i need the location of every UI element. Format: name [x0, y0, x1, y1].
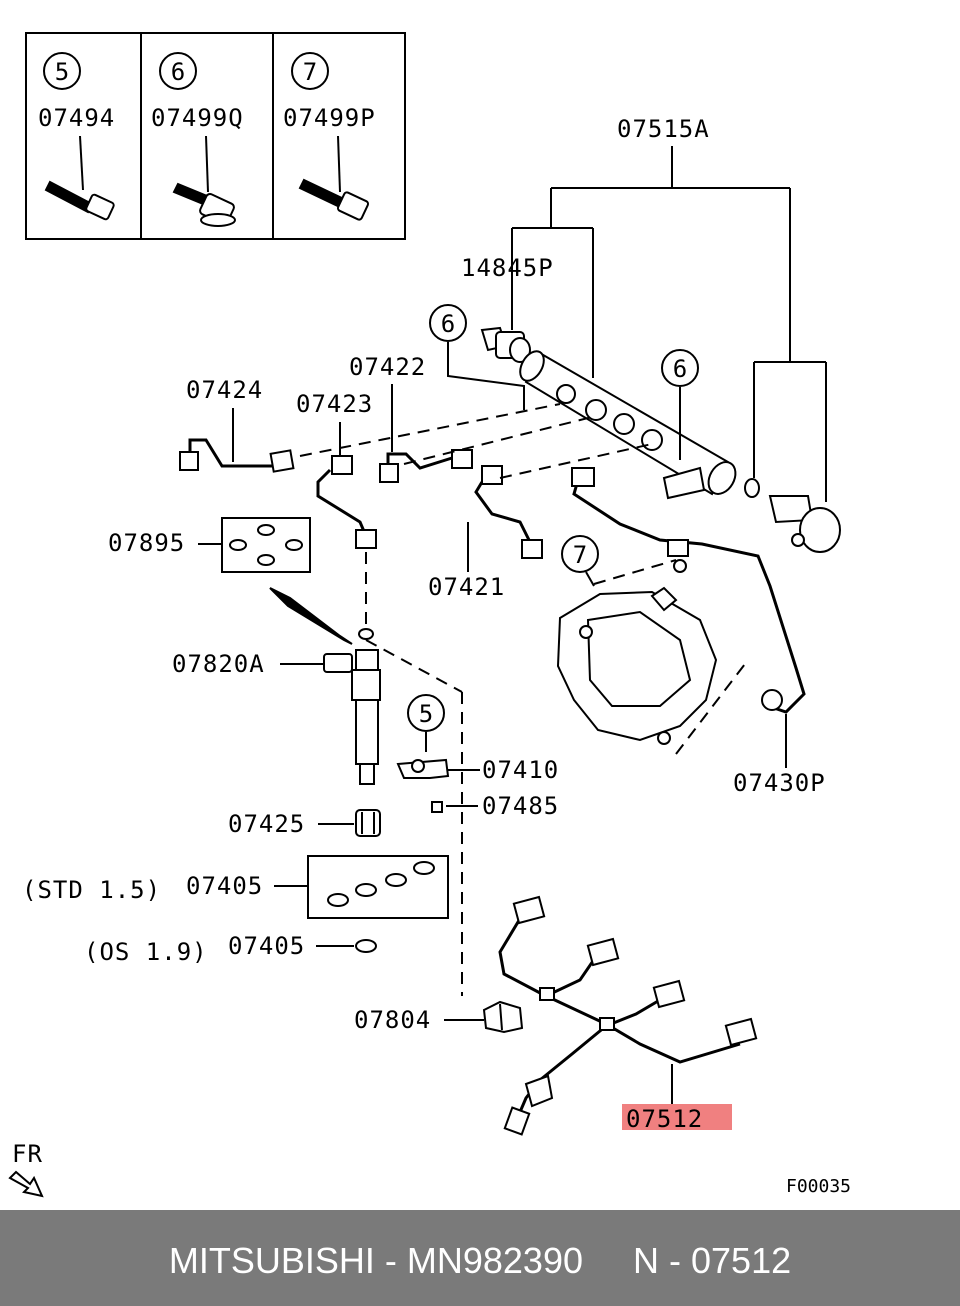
figure-code: F00035: [786, 1176, 851, 1197]
part-07405-os: 07405: [228, 932, 305, 960]
front-arrow-icon: [8, 1170, 44, 1198]
fastener-legend: [25, 32, 406, 240]
caption-bar: [0, 1210, 960, 1306]
note-os: (OS 1.9): [84, 938, 208, 966]
bolt-07499P-icon: [298, 135, 370, 221]
washer-07485: [431, 801, 443, 813]
clip-07804: [482, 1000, 524, 1034]
high-pressure-pipe-07430P: [571, 467, 806, 714]
part-07430P: 07430P: [733, 769, 826, 797]
callout-7-pump: [561, 535, 599, 587]
front-marker-label: FR: [12, 1140, 43, 1168]
harness-connectors: [503, 895, 758, 1136]
callout-6-label-a: 6: [441, 310, 455, 338]
washer-07405-os: [355, 939, 377, 953]
injection-pipe-07424: [179, 438, 295, 473]
pressure-sensor-14845P: [480, 326, 531, 363]
part-caption: MITSUBISHI - MN982390 N - 07512: [168, 1240, 792, 1281]
part-07515A: 07515A: [617, 115, 710, 143]
injection-pipe-07421: [474, 465, 543, 559]
injection-pipe-07422: [379, 449, 473, 483]
callout-5-clamp: [407, 694, 445, 752]
plug-set-07895: [221, 517, 311, 573]
legend-callout-7: 7: [303, 58, 317, 86]
part-07421: 07421: [428, 573, 505, 601]
clamp-07410: [396, 758, 450, 779]
part-07895: 07895: [108, 529, 185, 557]
note-std: (STD 1.5): [22, 876, 161, 904]
part-07424: 07424: [186, 376, 263, 404]
part-07410: 07410: [482, 756, 559, 784]
part-07405-std: 07405: [186, 872, 263, 900]
part-07425: 07425: [228, 810, 305, 838]
legend-part-07499P: 07499P: [283, 104, 376, 132]
highlight-07512: [622, 1104, 732, 1130]
part-07423: 07423: [296, 390, 373, 418]
part-14845P: 14845P: [461, 254, 554, 282]
bolt-07499Q-icon: [172, 135, 236, 227]
leader-lines-pipes: [232, 384, 393, 462]
common-rail: [519, 350, 737, 500]
part-07512: 07512: [626, 1105, 703, 1133]
pressure-limiter: [744, 478, 841, 553]
legend-callout-5: 5: [55, 58, 69, 86]
part-07804: 07804: [354, 1006, 431, 1034]
gasket-07425: [355, 809, 381, 837]
part-07422: 07422: [349, 353, 426, 381]
part-07820A: 07820A: [172, 650, 265, 678]
washer-set-07405-std: [307, 855, 449, 919]
callout-7-label: 7: [573, 541, 587, 569]
dashed-lines: [299, 403, 749, 996]
injector: [323, 628, 381, 785]
parts-diagram: 5 6 7 07494 07499Q 07499P 07515A 14845P: [8, 32, 851, 1198]
connector-pointer: [269, 587, 353, 645]
callout-6-rail: [429, 304, 699, 460]
legend-part-07499Q: 07499Q: [151, 104, 244, 132]
bolt-07494-icon: [44, 135, 115, 221]
injection-pipe-07423: [316, 455, 377, 549]
bracket-07515A: [511, 146, 827, 502]
supply-pump: [556, 586, 718, 745]
legend-part-07494: 07494: [38, 104, 115, 132]
callout-6-label-b: 6: [673, 355, 687, 383]
part-07485: 07485: [482, 792, 559, 820]
callout-5-label: 5: [419, 700, 433, 728]
legend-callout-6: 6: [171, 58, 185, 86]
